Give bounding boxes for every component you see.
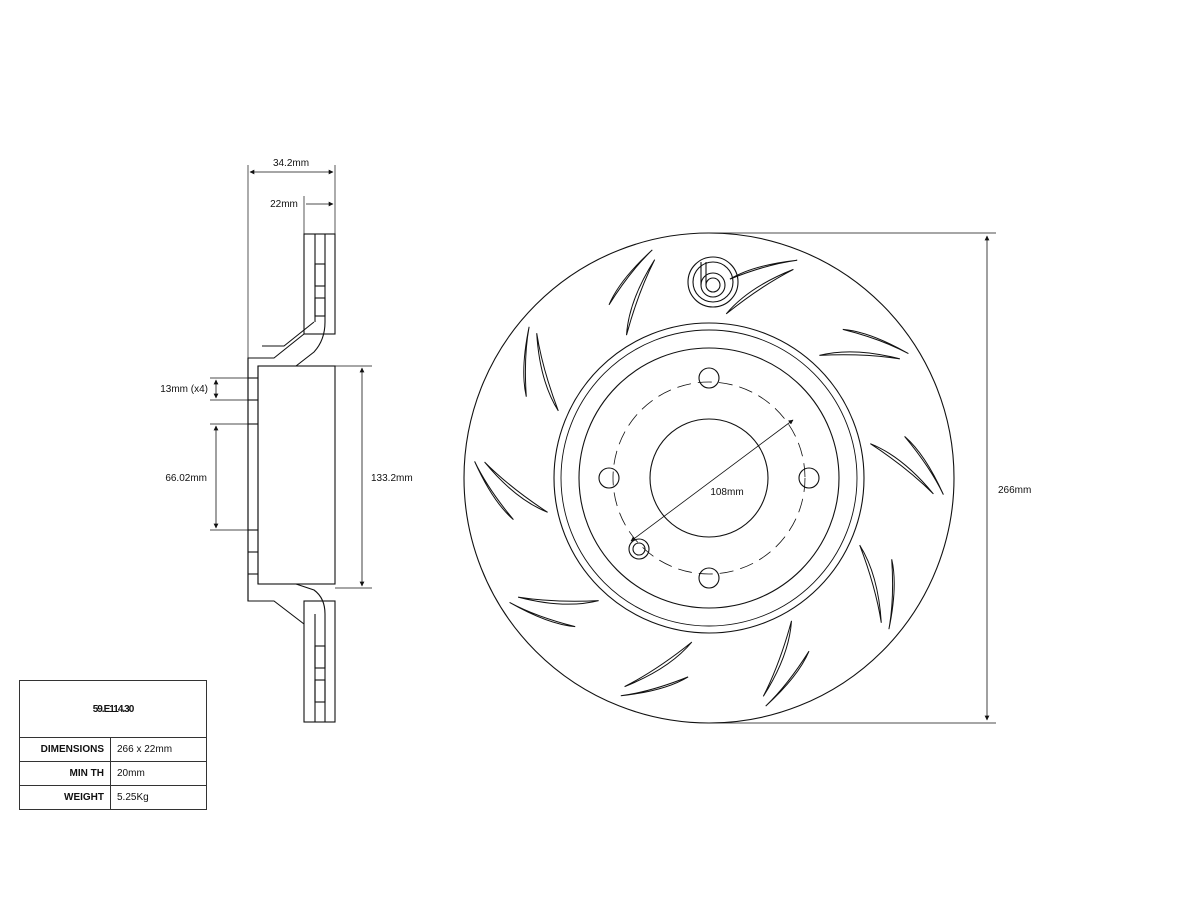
outer-diameter-label: 266mm — [998, 485, 1031, 496]
spec-row: MIN TH 20mm — [19, 761, 207, 786]
locating-hole — [628, 538, 650, 560]
spec-label: DIMENSIONS — [19, 737, 111, 762]
friction-inner-edge — [553, 322, 865, 634]
spec-value: 20mm — [110, 761, 207, 786]
rotor-slot — [870, 443, 934, 495]
rotor-slot — [859, 544, 882, 623]
spec-row: DIMENSIONS 266 x 22mm — [19, 737, 207, 762]
rotor-slot — [626, 259, 656, 336]
rotor-slot — [729, 259, 798, 280]
spec-value: 266 x 22mm — [110, 737, 207, 762]
spec-table: 59.E114.30 DIMENSIONS 266 x 22mm MIN TH … — [19, 680, 207, 810]
side-view — [210, 165, 372, 723]
rotor-slot — [904, 436, 944, 495]
outer-diameter-dimension — [709, 232, 996, 724]
bolt-hole — [698, 367, 720, 389]
rotor-slot — [608, 249, 653, 306]
center-bore-label: 66.02mm — [165, 473, 207, 484]
rotor-slot — [523, 326, 530, 397]
hat-edge — [578, 347, 840, 609]
rotor-slot — [762, 620, 792, 697]
center-bore — [649, 418, 769, 538]
bolt-hole-label: 13mm (x4) — [160, 384, 208, 395]
rotor-slot — [620, 676, 689, 697]
brand-logo — [687, 256, 739, 308]
rotor-slot — [819, 351, 901, 360]
rotor-slot — [624, 641, 693, 688]
spec-row: WEIGHT 5.25Kg — [19, 785, 207, 810]
locating-hole-inner — [632, 542, 646, 556]
hat-diameter-label: 133.2mm — [371, 473, 413, 484]
bolt-hole — [798, 467, 820, 489]
rotor-slot — [888, 559, 895, 630]
rotor-slot — [842, 328, 909, 355]
side-dimension-lines — [213, 169, 365, 587]
rotor-slot — [765, 650, 810, 707]
rotor-slot — [509, 601, 576, 628]
pcd-circle — [612, 381, 806, 575]
spec-label: MIN TH — [19, 761, 111, 786]
pcd-label: 108mm — [710, 487, 743, 498]
rotor-slot — [484, 461, 548, 513]
rotor-slot — [725, 268, 794, 315]
disc-thickness-label: 22mm — [270, 199, 298, 210]
rotor-slots — [474, 249, 944, 707]
part-number: 59.E114.30 — [19, 680, 207, 738]
rotor-slot — [474, 461, 514, 520]
bolt-hole — [698, 567, 720, 589]
rotor-slot — [536, 333, 559, 412]
bolt-hole — [598, 467, 620, 489]
spec-title-row: 59.E114.30 — [19, 680, 207, 738]
spec-label: WEIGHT — [19, 785, 111, 810]
spec-value: 5.25Kg — [110, 785, 207, 810]
overall-width-label: 34.2mm — [273, 158, 309, 169]
pcd-dimension-line — [630, 419, 794, 542]
rotor-slot — [517, 596, 599, 605]
